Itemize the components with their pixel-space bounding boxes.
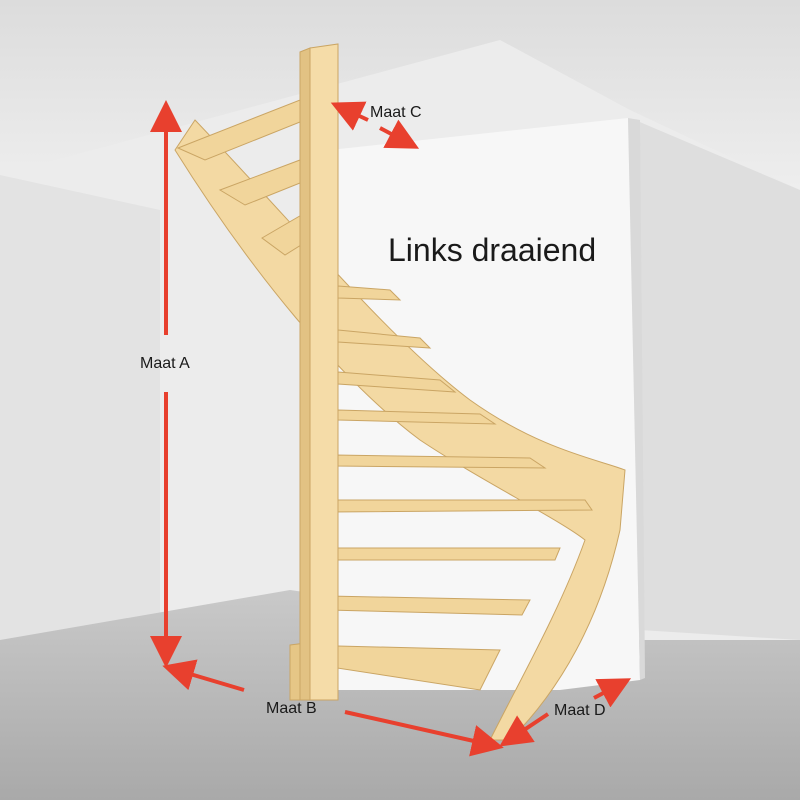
diagram-title: Links draaiend <box>388 232 597 268</box>
arrow-b-right <box>344 710 504 757</box>
arrow-d-left <box>499 712 550 747</box>
ceiling <box>0 0 800 190</box>
arrow-c-left <box>330 101 369 131</box>
arrow-d-right <box>593 678 632 708</box>
left-wall <box>0 175 160 640</box>
tread <box>329 547 561 561</box>
dimension-arrows <box>150 100 632 757</box>
partition-wall <box>330 118 640 690</box>
dimension-label-a: Maat A <box>140 355 190 372</box>
newel-post <box>309 43 339 701</box>
dimension-label-c: Maat C <box>370 104 422 121</box>
arrow-c-right <box>379 119 420 149</box>
dimension-label-b: Maat B <box>266 700 317 717</box>
right-wall <box>635 120 800 640</box>
dimension-label-d: Maat D <box>554 702 606 719</box>
arrow-b-left <box>162 659 245 692</box>
partition-wall-side <box>628 118 645 680</box>
tread <box>329 499 593 513</box>
newel-post-side <box>299 47 311 701</box>
